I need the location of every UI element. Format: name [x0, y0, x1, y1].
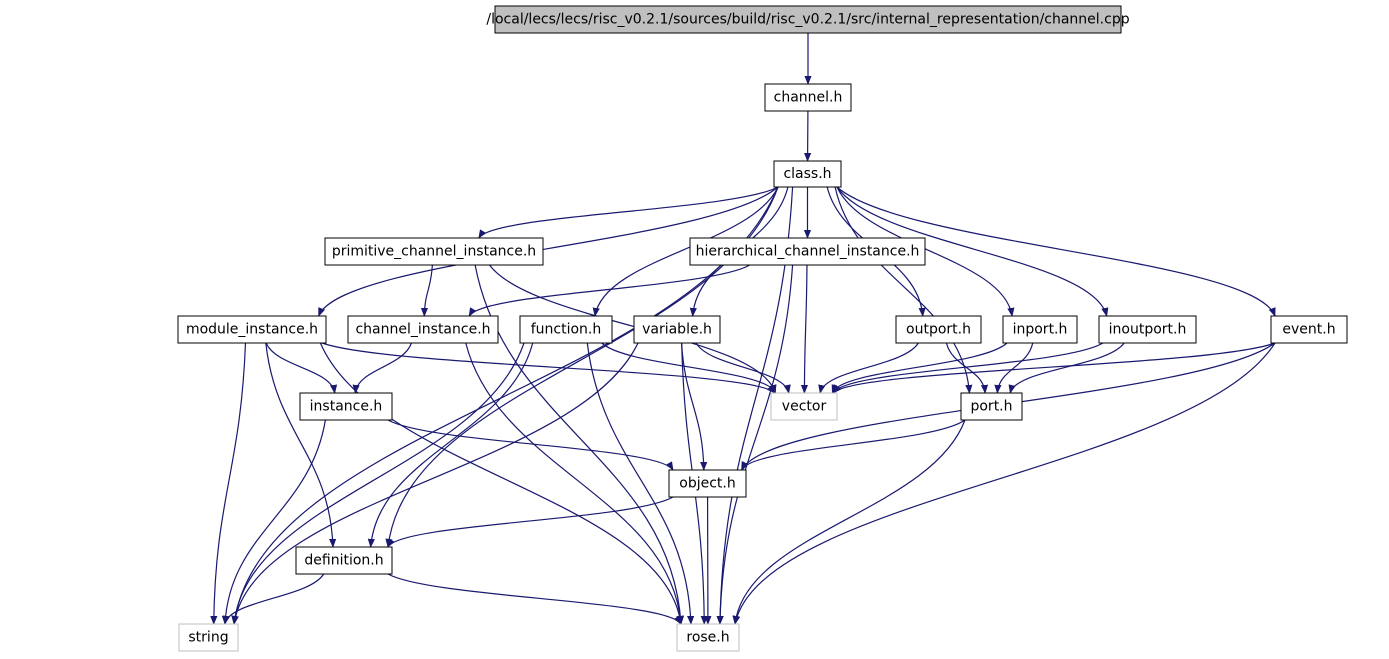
- edge-event-h-to-rose-h: [733, 342, 1276, 625]
- node-primitive-channel-instance-h[interactable]: primitive_channel_instance.h: [324, 237, 544, 266]
- edge-definition-h-to-string: [222, 573, 325, 625]
- edge-function-h-to-vector: [601, 342, 777, 394]
- edge-module-instance-h-to-string: [210, 342, 247, 625]
- edge-primitive-channel-instance-h-to-channel-instance-h: [420, 264, 433, 317]
- edge-definition-h-to-rose-h: [387, 573, 682, 625]
- node-event-h[interactable]: event.h: [1270, 315, 1348, 344]
- node-vector[interactable]: vector: [770, 392, 838, 421]
- edge-inoutport-h-to-port-h: [1008, 342, 1125, 394]
- edge-module-instance-h-to-instance-h: [265, 342, 338, 394]
- node-port-h[interactable]: port.h: [960, 392, 1023, 421]
- edge-module-instance-h-to-vector: [321, 342, 776, 394]
- node-label: string: [188, 630, 228, 646]
- node-channel-instance-h[interactable]: channel_instance.h: [347, 315, 499, 344]
- edge-inport-h-to-port-h: [994, 342, 1034, 394]
- edge-function-h-to-rose-h: [586, 342, 695, 625]
- node-label: module_instance.h: [186, 322, 318, 338]
- node-string[interactable]: string: [178, 623, 239, 652]
- node-label: vector: [782, 399, 827, 415]
- edge-instance-h-to-string: [221, 419, 326, 625]
- edge-outport-h-to-vector: [818, 342, 919, 394]
- node-label: definition.h: [304, 553, 383, 569]
- edge-class-h-to-inoutport-h: [836, 186, 1109, 317]
- node-label: event.h: [1282, 322, 1335, 338]
- edge-channel-instance-h-to-instance-h: [352, 342, 413, 394]
- node-label: rose.h: [686, 630, 729, 646]
- node-channel-cpp[interactable]: /local/lecs/lecs/risc_v0.2.1/sources/bui…: [486, 5, 1130, 34]
- edge-class-h-to-function-h: [592, 186, 779, 317]
- node-label: outport.h: [906, 322, 971, 338]
- node-function-h[interactable]: function.h: [519, 315, 613, 344]
- node-label: object.h: [679, 476, 735, 492]
- edge-port-h-to-rose-h: [732, 419, 966, 625]
- edge-hierarchical-channel-instance-h-to-channel-instance-h: [468, 264, 751, 317]
- edge-inoutport-h-to-vector: [832, 342, 1104, 394]
- edge-class-h-to-port-h: [834, 186, 973, 394]
- node-module-instance-h[interactable]: module_instance.h: [177, 315, 327, 344]
- node-label: variable.h: [642, 322, 712, 338]
- node-hierarchical-channel-instance-h[interactable]: hierarchical_channel_instance.h: [689, 237, 926, 266]
- edge-class-h-to-event-h: [836, 186, 1276, 317]
- edge-outport-h-to-port-h: [945, 342, 989, 394]
- node-label: hierarchical_channel_instance.h: [696, 244, 920, 260]
- node-object-h[interactable]: object.h: [668, 469, 747, 498]
- edge-variable-h-to-object-h: [680, 342, 708, 471]
- edge-function-h-to-string: [231, 342, 525, 625]
- node-layer: /local/lecs/lecs/risc_v0.2.1/sources/bui…: [177, 5, 1348, 652]
- edge-variable-h-to-string: [231, 342, 639, 625]
- node-instance-h[interactable]: instance.h: [299, 392, 393, 421]
- edge-event-h-to-vector: [832, 342, 1276, 394]
- node-label: function.h: [531, 322, 602, 338]
- node-outport-h[interactable]: outport.h: [895, 315, 982, 344]
- edge-module-instance-h-to-definition-h: [265, 342, 337, 548]
- node-label: channel.h: [774, 90, 843, 106]
- node-label: inport.h: [1013, 322, 1068, 338]
- edge-layer: [210, 33, 1276, 625]
- node-label: port.h: [970, 399, 1012, 415]
- edge-hierarchical-channel-instance-h-to-vector: [800, 264, 809, 394]
- edge-object-h-to-definition-h: [387, 496, 674, 548]
- node-label: class.h: [783, 166, 831, 182]
- edge-variable-h-to-vector: [695, 342, 791, 394]
- edge-class-h-to-inport-h: [836, 186, 1015, 317]
- node-inport-h[interactable]: inport.h: [1002, 315, 1078, 344]
- edge-function-h-to-definition-h: [367, 342, 534, 548]
- edge-inport-h-to-vector: [831, 342, 1008, 394]
- node-rose-h[interactable]: rose.h: [676, 623, 740, 652]
- node-inoutport-h[interactable]: inoutport.h: [1098, 315, 1197, 344]
- edge-channel-instance-h-to-rose-h: [465, 342, 684, 625]
- edge-class-h-to-primitive-channel-instance-h: [478, 186, 779, 239]
- node-label: /local/lecs/lecs/risc_v0.2.1/sources/bui…: [486, 12, 1129, 28]
- edge-hierarchical-channel-instance-h-to-rose-h: [716, 264, 794, 625]
- node-channel-h[interactable]: channel.h: [764, 83, 852, 112]
- node-label: primitive_channel_instance.h: [332, 244, 536, 260]
- node-label: inoutport.h: [1109, 322, 1187, 338]
- node-label: channel_instance.h: [355, 322, 490, 338]
- node-label: instance.h: [310, 399, 383, 415]
- edge-port-h-to-object-h: [741, 419, 966, 471]
- node-class-h[interactable]: class.h: [773, 160, 842, 188]
- node-definition-h[interactable]: definition.h: [295, 546, 393, 575]
- node-variable-h[interactable]: variable.h: [633, 315, 721, 344]
- edge-instance-h-to-object-h: [387, 419, 674, 471]
